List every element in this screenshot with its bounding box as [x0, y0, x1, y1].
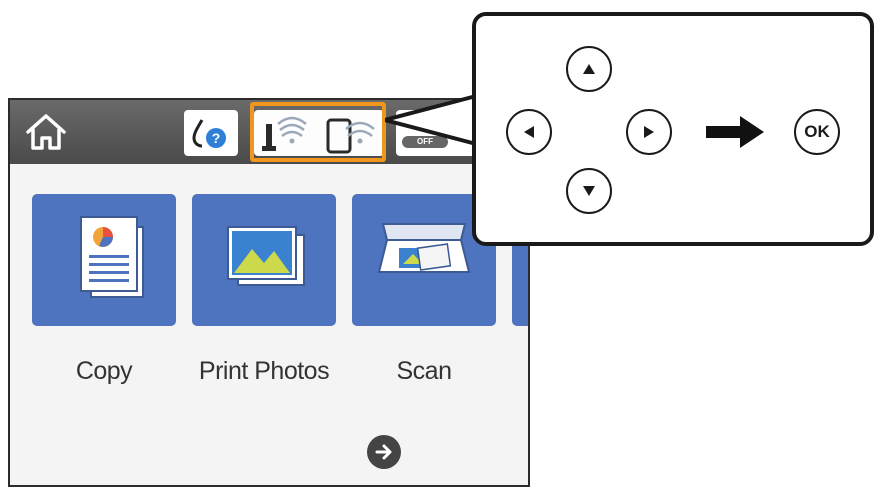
wifi-direct-icon: [326, 118, 375, 154]
next-page-button[interactable]: [367, 435, 401, 469]
home-button[interactable]: [18, 108, 74, 156]
copy-label: Copy: [75, 357, 133, 385]
then-arrow-icon: [706, 116, 764, 148]
copy-tile[interactable]: [32, 194, 176, 326]
triangle-right-icon: [644, 126, 654, 138]
printer-control-panel-screen: ? OFF: [8, 98, 530, 487]
triangle-up-icon: [583, 64, 595, 74]
up-arrow-button[interactable]: [566, 46, 612, 92]
ink-help-icon: ?: [192, 119, 226, 148]
scan-label: Scan: [396, 357, 452, 385]
ink-status-button[interactable]: ?: [184, 110, 238, 156]
ok-button[interactable]: OK: [794, 109, 840, 155]
print-photos-tile[interactable]: [192, 194, 336, 326]
network-status-button[interactable]: [254, 110, 384, 156]
svg-text:?: ?: [212, 130, 221, 146]
scanner-icon: [377, 223, 471, 273]
copy-document-icon: [80, 216, 144, 298]
left-arrow-button[interactable]: [506, 109, 552, 155]
down-arrow-button[interactable]: [566, 168, 612, 214]
wifi-router-icon: [262, 116, 307, 151]
home-icon: [26, 114, 66, 150]
photo-print-icon: [227, 226, 305, 286]
triangle-left-icon: [524, 126, 534, 138]
callout-pointer: [385, 93, 485, 147]
button-guide-callout: OK: [472, 12, 874, 246]
off-badge: OFF: [402, 136, 448, 148]
home-menu: Copy Print Photos Scan: [10, 164, 528, 485]
print-photos-label: Print Photos: [198, 357, 330, 385]
arrow-right-icon: [375, 444, 392, 460]
triangle-down-icon: [583, 186, 595, 196]
network-icons-highlight: [250, 102, 386, 162]
right-arrow-button[interactable]: [626, 109, 672, 155]
ok-label: OK: [804, 122, 830, 141]
